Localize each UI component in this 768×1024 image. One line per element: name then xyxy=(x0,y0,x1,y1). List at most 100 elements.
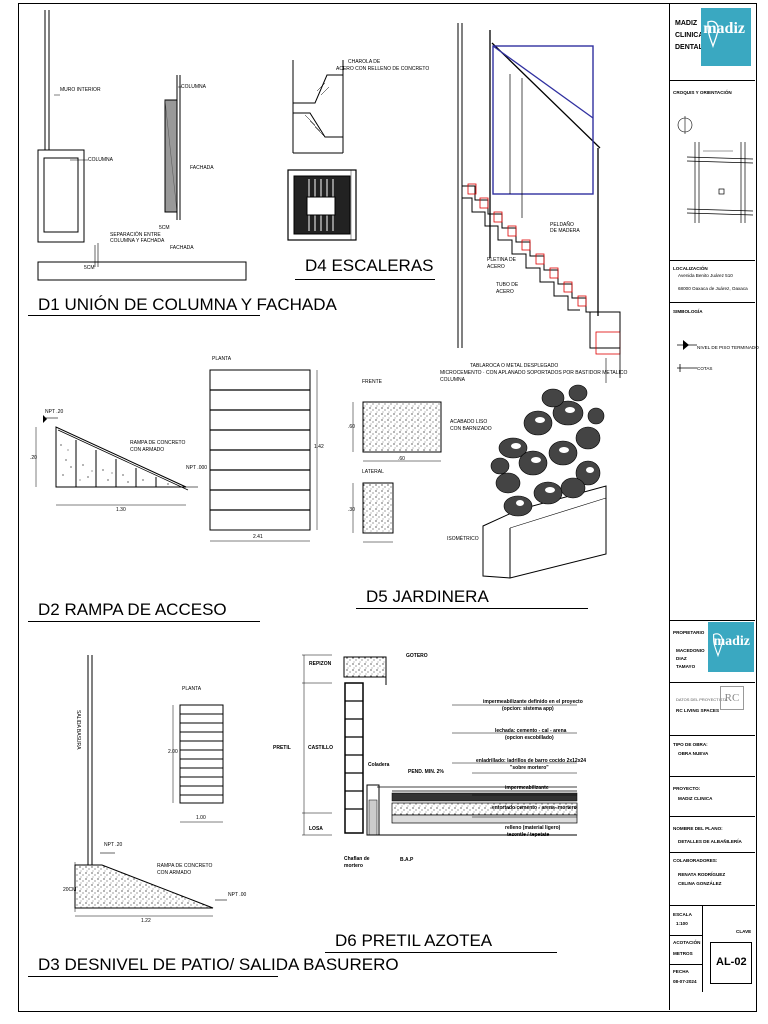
d2-plan-drawing xyxy=(209,369,318,542)
d6-note-2: lechada: cemento - cal - arena xyxy=(495,728,567,734)
d1-title-underline xyxy=(28,315,260,316)
d2-npt-top: NPT .20 xyxy=(45,409,64,415)
madiz-logo: madiz xyxy=(701,8,751,66)
d4-pletina-label: PLETINA DE xyxy=(487,257,516,263)
localizacion-heading: LOCALIZACIÓN xyxy=(673,266,708,271)
acotacion-heading: ACOTACIÓN xyxy=(673,940,701,945)
d6-title-underline xyxy=(325,952,557,953)
d6-repizon-label: REPIZON xyxy=(309,661,332,667)
d6-coladera-label: Coladera xyxy=(368,762,390,768)
d3-title-underline xyxy=(28,976,278,977)
sidebar-vsplit xyxy=(702,905,703,992)
d5-top-note-1: TABLAROCA O METAL DESPLEGADO xyxy=(470,363,559,369)
escala-value: 1:100 xyxy=(676,921,688,926)
colaboradores-heading: COLABORADORES: xyxy=(673,858,718,863)
clave-value: AL-02 xyxy=(716,956,747,968)
d6-castillo-label: CASTILLO xyxy=(308,745,333,751)
d2-title-underline xyxy=(28,621,260,622)
d6-note-0: impermeabilizante definido en el proyect… xyxy=(483,699,583,705)
d3-plan-dim-w: 1.00 xyxy=(196,815,206,821)
simbologia-heading: SIMBOLOGÍA xyxy=(673,309,703,314)
nombre-plano-heading: NOMBRE DEL PLANO: xyxy=(673,826,723,831)
proyecto-heading: PROYECTO: xyxy=(673,786,701,791)
tooth-icon xyxy=(707,20,719,48)
nombre-plano-value: DETALLES DE ALBAÑILERÍA xyxy=(678,839,742,844)
d6-losa-label: LOSA xyxy=(309,826,323,832)
owner-name-1: MACEDONIO xyxy=(676,648,705,653)
sidebar-line xyxy=(670,80,755,81)
colaborador-1: RENATA RODRÍGUEZ xyxy=(678,872,726,877)
d1-drawing xyxy=(37,10,247,281)
d6-note-6: impermeabilizante xyxy=(505,785,549,791)
croquis-map xyxy=(677,116,754,223)
d4-tubo-label-2: ACERO xyxy=(496,289,514,295)
sidebar-hline xyxy=(670,964,702,965)
d2-npt-bot: NPT .000 xyxy=(186,465,208,471)
propietario-heading: PROPIETARIO xyxy=(673,630,705,635)
d5-isometrico-label: ISOMÉTRICO xyxy=(447,536,479,542)
d6-note-9: tezontle / tepetate xyxy=(507,832,550,838)
d3-rampa-label: RAMPA DE CONCRETO xyxy=(157,863,213,869)
d6-pend-label: PEND. MIN. 2% xyxy=(408,769,444,775)
d4-charola-label-2: ACERO CON RELLENO DE CONCRETO xyxy=(336,66,430,72)
d6-note-3: (opcion escobillado) xyxy=(505,735,554,741)
sidebar-line xyxy=(670,260,755,261)
d5-isometric-drawing xyxy=(482,384,607,579)
d3-planta-label: PLANTA xyxy=(182,686,202,692)
d1-fachada-label-2: FACHADA xyxy=(170,245,194,251)
d6-chaflan-label: Chaflan de xyxy=(344,856,370,862)
sidebar-divider xyxy=(669,3,670,1010)
d2-rampa-label-2: CON ARMADO xyxy=(130,447,165,453)
d5-dim-w: .60 xyxy=(398,456,405,462)
d2-plan-dim-w: 2.41 xyxy=(253,534,263,540)
d2-rampa-label: RAMPA DE CONCRETO xyxy=(130,440,186,446)
d3-dim-h: 20CM xyxy=(63,887,77,893)
d4-section-drawing xyxy=(457,23,621,383)
sidebar-line xyxy=(670,852,755,853)
clave-heading: CLAVE xyxy=(736,929,752,934)
d6-title: D6 PRETIL AZOTEA xyxy=(335,931,493,950)
acotacion-value: METROS xyxy=(673,951,693,956)
d5-acabado-label: ACABADO LISO xyxy=(450,419,488,425)
sym-cotas-label: COTAS xyxy=(697,366,713,371)
d3-dim-len: 1.22 xyxy=(141,918,151,924)
d5-front-drawing xyxy=(352,401,442,462)
d4-pletina-label-2: ACERO xyxy=(487,264,505,270)
tooth-icon xyxy=(713,633,723,658)
d4-charola-label: CHAROLA DE xyxy=(348,59,381,65)
datos-heading: DATOS DEL PROYECTISTA xyxy=(676,697,728,702)
d6-note-8: relleno (material ligero) xyxy=(505,825,561,831)
rc-name: RC LIVING SPACES xyxy=(676,708,720,713)
croquis-heading: CROQUIS Y ORIENTACIÓN xyxy=(673,90,732,95)
sidebar-line xyxy=(670,682,755,683)
d1-title: D1 UNIÓN DE COLUMNA Y FACHADA xyxy=(38,295,337,314)
sidebar-hline xyxy=(670,935,702,936)
owner-name-3: TAMAYO xyxy=(676,664,696,669)
d6-pretil-label: PRETIL xyxy=(273,745,291,751)
proyecto-value: MADIZ CLINICA xyxy=(678,796,713,801)
d1-columna-label: COLUMNA xyxy=(88,157,114,163)
clinic-name-3: DENTAL xyxy=(675,44,703,51)
d3-drawing xyxy=(74,655,227,917)
d6-note-1: (opcion: sistema app) xyxy=(502,706,554,712)
d6-drawing xyxy=(302,654,578,836)
d3-title: D3 DESNIVEL DE PATIO/ SALIDA BASURERO xyxy=(38,955,399,974)
d6-bap-label: B.A.P xyxy=(400,857,414,863)
d1-5cm-label-2: 5CM xyxy=(84,265,95,271)
d2-dim-len: 1.30 xyxy=(116,507,126,513)
d2-plan-dim-h: 1.42 xyxy=(314,444,324,450)
loc-line-1: Avenida Benito Juárez 510 xyxy=(678,273,733,278)
d5-top-note-2: MICROCEMENTO · CON APLANADO SOPORTADOS P… xyxy=(440,370,628,376)
clinic-name-2: CLINICA xyxy=(675,32,704,39)
d3-salida-label: SALIDA BASURA xyxy=(75,710,81,750)
escala-heading: ESCALA xyxy=(673,912,692,917)
d3-npt-top: NPT .20 xyxy=(104,842,123,848)
d2-ramp-drawing xyxy=(35,415,198,506)
d1-separacion-label: SEPARACIÓN ENTRE xyxy=(110,232,161,238)
rc-logo: RC xyxy=(720,686,744,710)
d1-muro-label: MURO INTERIOR xyxy=(60,87,101,93)
sidebar-line xyxy=(670,735,755,736)
sidebar-line xyxy=(670,620,755,621)
logo-text: madiz xyxy=(703,20,745,37)
d5-frente-label: FRENTE xyxy=(362,379,382,385)
